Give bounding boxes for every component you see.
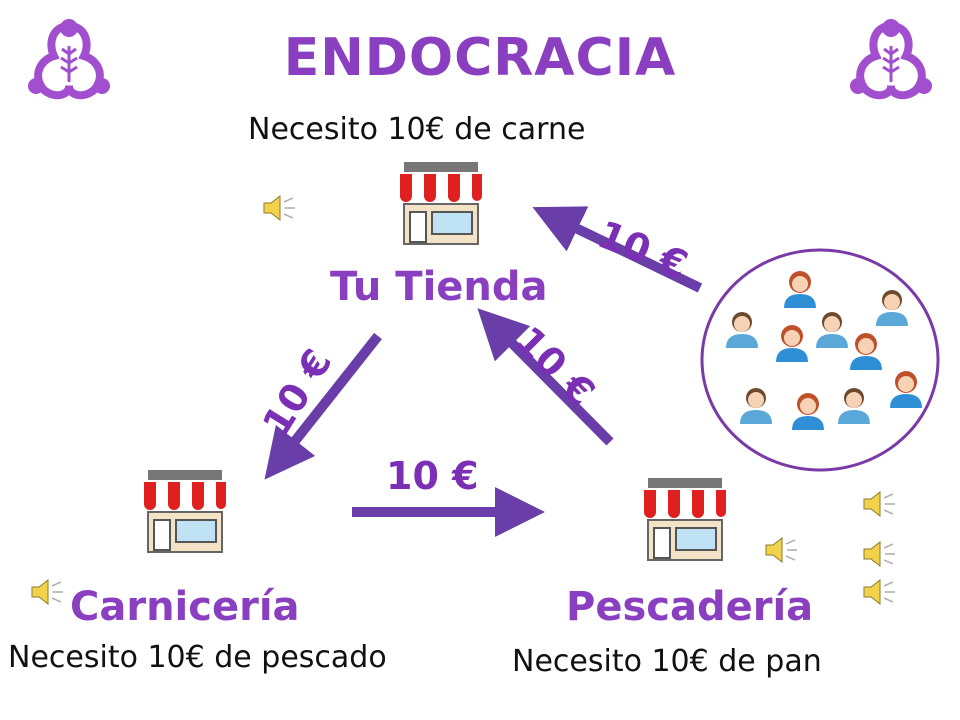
pescaderia-label: Pescadería (566, 584, 814, 630)
arrow-tienda-to-carniceria (264, 332, 382, 480)
speaker-icon[interactable] (764, 536, 798, 564)
person-icon (740, 388, 772, 424)
person-icon (816, 312, 848, 348)
tienda-need-text: Necesito 10€ de carne (248, 112, 586, 147)
money-label-carniceria-pescaderia: 10 € (386, 454, 479, 498)
person-icon (876, 290, 908, 326)
person-icon (850, 333, 882, 370)
store-icon-pescaderia (644, 478, 726, 561)
speaker-icon[interactable] (862, 490, 896, 518)
carniceria-need-text: Necesito 10€ de pescado (8, 640, 387, 675)
speaker-icon[interactable] (862, 540, 896, 568)
speaker-icon[interactable] (862, 578, 896, 606)
person-icon (792, 393, 824, 430)
speaker-icon[interactable] (262, 194, 296, 222)
carniceria-label: Carnicería (70, 584, 300, 630)
logo-icon-left (28, 19, 110, 100)
store-icon-tienda (400, 162, 482, 245)
person-icon (838, 388, 870, 424)
customers-circle (700, 248, 940, 472)
person-icon (726, 312, 758, 348)
person-icon (776, 325, 808, 362)
pescaderia-need-text: Necesito 10€ de pan (512, 644, 822, 679)
person-icon (890, 371, 922, 408)
tienda-label: Tu Tienda (330, 264, 548, 310)
person-icon (784, 271, 816, 308)
speaker-icon[interactable] (30, 578, 64, 606)
page-title: ENDOCRACIA (283, 28, 677, 88)
logo-icon-right (850, 19, 932, 100)
arrow-pescaderia-to-tienda (477, 308, 614, 446)
store-icon-carniceria (144, 470, 226, 553)
arrow-customers-to-tienda (532, 206, 703, 293)
